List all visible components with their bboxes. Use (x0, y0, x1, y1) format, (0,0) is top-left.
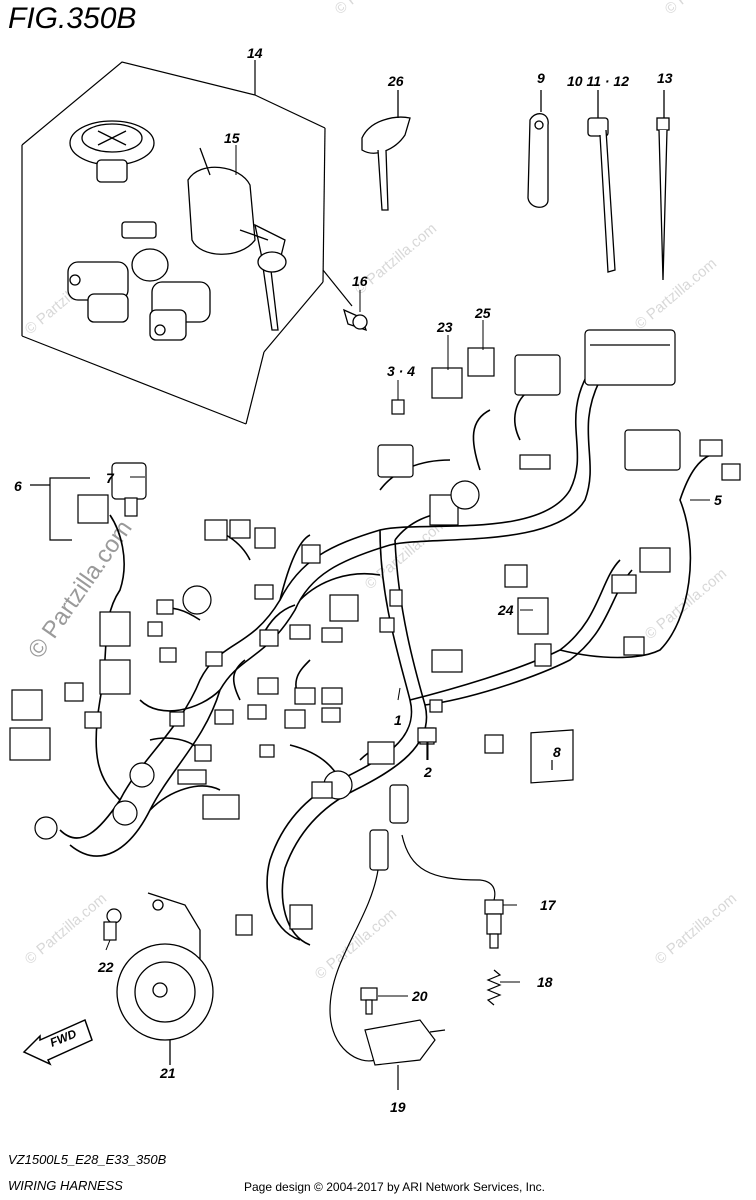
bolt-icon (360, 987, 378, 1015)
callout-8: 8 (553, 744, 561, 760)
callout-26: 26 (387, 73, 404, 89)
callout-3-4: 3 · 4 (387, 363, 415, 379)
watermark: © Partzilla.com (652, 890, 740, 968)
bolt-icon (103, 908, 122, 941)
ignition-switch-icon (67, 120, 256, 341)
cable-tie-icon (656, 90, 670, 281)
cable-tie-icon (527, 90, 549, 208)
watermark: © Partzilla.com (22, 890, 110, 968)
cable-tie-icon (587, 90, 616, 273)
watermark: © Partzilla.com (632, 255, 720, 333)
callouts: 14 15 16 26 9 10 11 · 12 13 23 25 3 · 4 … (14, 45, 722, 1115)
callout-17: 17 (540, 897, 557, 913)
sensor-icon (329, 829, 446, 1090)
watermark: © P (662, 0, 692, 18)
diagram-name: WIRING HARNESS (8, 1178, 123, 1193)
page-credit: Page design © 2004-2017 by ARI Network S… (244, 1180, 546, 1194)
callout-9: 9 (537, 70, 545, 86)
figure-title: FIG.350B (8, 2, 137, 35)
sensor-icon (389, 784, 504, 949)
watermark: © P (332, 0, 362, 18)
connector-icon (417, 727, 437, 760)
callout-20: 20 (411, 988, 428, 1004)
ignition-switch-set (21, 60, 353, 425)
callout-7: 7 (106, 470, 115, 486)
callout-18: 18 (537, 974, 553, 990)
bolt-icon (342, 308, 368, 332)
wiring-harness-icon (59, 369, 711, 946)
model-code: VZ1500L5_E28_E33_350B (8, 1152, 167, 1167)
callout-1: 1 (394, 712, 402, 728)
callout-22: 22 (97, 959, 114, 975)
callout-13: 13 (657, 70, 673, 86)
horn-icon (116, 892, 214, 1065)
callout-23: 23 (436, 319, 453, 335)
callout-19: 19 (390, 1099, 406, 1115)
callout-24: 24 (497, 602, 514, 618)
callout-15: 15 (224, 130, 240, 146)
callout-6: 6 (14, 478, 22, 494)
part-6-bracket (30, 477, 90, 541)
key-icon (239, 223, 287, 331)
callout-14: 14 (247, 45, 263, 61)
callout-2: 2 (423, 764, 432, 780)
label-icon (530, 729, 574, 784)
callout-21: 21 (159, 1065, 176, 1081)
callout-16: 16 (352, 273, 368, 289)
watermark: © Partzilla.com (312, 905, 400, 983)
callout-25: 25 (474, 305, 491, 321)
leader-lines (105, 145, 710, 997)
callout-5: 5 (714, 492, 722, 508)
fwd-arrow-icon: FWD (22, 1018, 93, 1066)
spring-icon (486, 969, 502, 1006)
watermark: © Partzilla.com (642, 565, 730, 643)
key-icon (361, 90, 411, 211)
callout-10-12: 10 11 · 12 (567, 73, 629, 89)
connector-icon (9, 329, 741, 936)
